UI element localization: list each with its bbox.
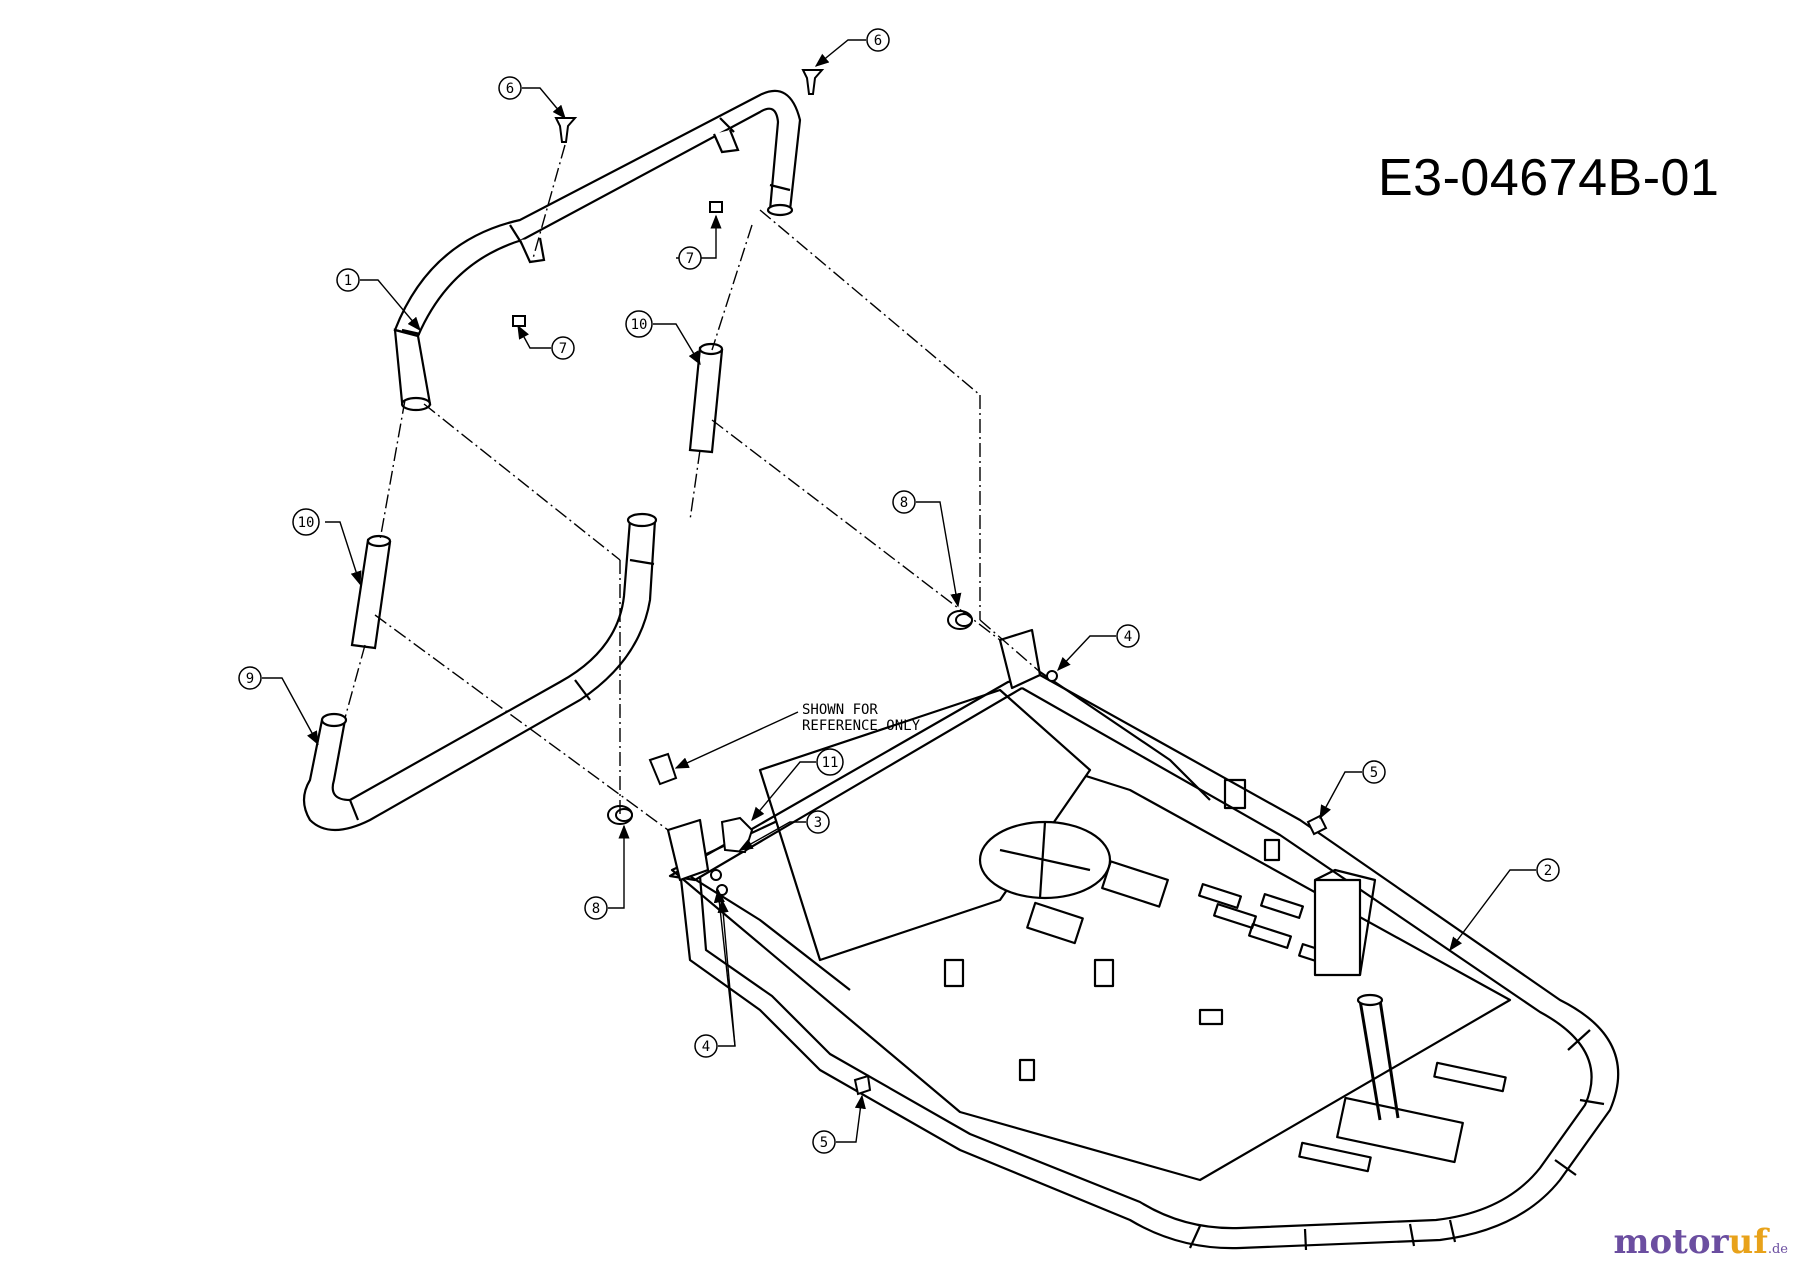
svg-text:4: 4 bbox=[1124, 629, 1132, 645]
watermark-logo: motoruf.de bbox=[1614, 1222, 1788, 1262]
svg-text:1: 1 bbox=[344, 273, 352, 289]
callout-2: 2 bbox=[1536, 858, 1560, 882]
svg-text:2: 2 bbox=[1544, 863, 1552, 879]
svg-text:11: 11 bbox=[822, 755, 839, 771]
callout-3: 3 bbox=[806, 810, 830, 834]
callout-1: 1 bbox=[336, 268, 360, 292]
svg-text:10: 10 bbox=[298, 515, 315, 531]
svg-text:5: 5 bbox=[1370, 765, 1378, 781]
svg-text:9: 9 bbox=[246, 671, 254, 687]
assembly-lines bbox=[344, 144, 1041, 831]
svg-text:7: 7 bbox=[686, 251, 694, 267]
reference-note-line-1: SHOWN FOR bbox=[802, 702, 878, 718]
svg-text:7: 7 bbox=[559, 341, 567, 357]
callout-8-b: 8 bbox=[584, 896, 608, 920]
roll-bar-lower bbox=[302, 512, 658, 831]
callout-4-b: 4 bbox=[694, 1034, 718, 1058]
callout-10-a: 10 bbox=[625, 310, 653, 338]
svg-text:4: 4 bbox=[702, 1039, 710, 1055]
callout-5-a: 5 bbox=[1362, 760, 1386, 784]
reference-note-line-2: REFERENCE ONLY bbox=[802, 718, 921, 734]
callout-10-b: 10 bbox=[292, 508, 320, 536]
callout-6-b: 6 bbox=[866, 28, 890, 52]
callout-7-a: 7 bbox=[678, 246, 702, 270]
callout-balloons: 1 2 3 4 4 5 5 6 6 7 7 8 8 9 10 10 11 bbox=[238, 28, 1560, 1154]
callout-5-b: 5 bbox=[812, 1130, 836, 1154]
svg-text:3: 3 bbox=[814, 815, 822, 831]
callout-7-b: 7 bbox=[551, 336, 575, 360]
svg-text:8: 8 bbox=[900, 495, 908, 511]
tube-inserts bbox=[350, 342, 724, 650]
svg-text:6: 6 bbox=[506, 81, 514, 97]
callout-4-a: 4 bbox=[1116, 624, 1140, 648]
callout-11: 11 bbox=[816, 748, 844, 776]
callout-6-a: 6 bbox=[498, 76, 522, 100]
roll-bar-upper bbox=[393, 89, 802, 412]
svg-text:10: 10 bbox=[631, 317, 648, 333]
watermark-part-2: uf bbox=[1728, 1222, 1768, 1262]
watermark-part-3: .de bbox=[1767, 1242, 1788, 1257]
callout-8-a: 8 bbox=[892, 490, 916, 514]
drawing-number: E3-04674B-01 bbox=[1378, 149, 1720, 207]
reference-note: SHOWN FOR REFERENCE ONLY bbox=[802, 702, 920, 734]
svg-text:5: 5 bbox=[820, 1135, 828, 1151]
svg-text:8: 8 bbox=[592, 901, 600, 917]
watermark-part-1: motor bbox=[1613, 1222, 1729, 1262]
svg-text:6: 6 bbox=[874, 33, 882, 49]
callout-9: 9 bbox=[238, 666, 262, 690]
